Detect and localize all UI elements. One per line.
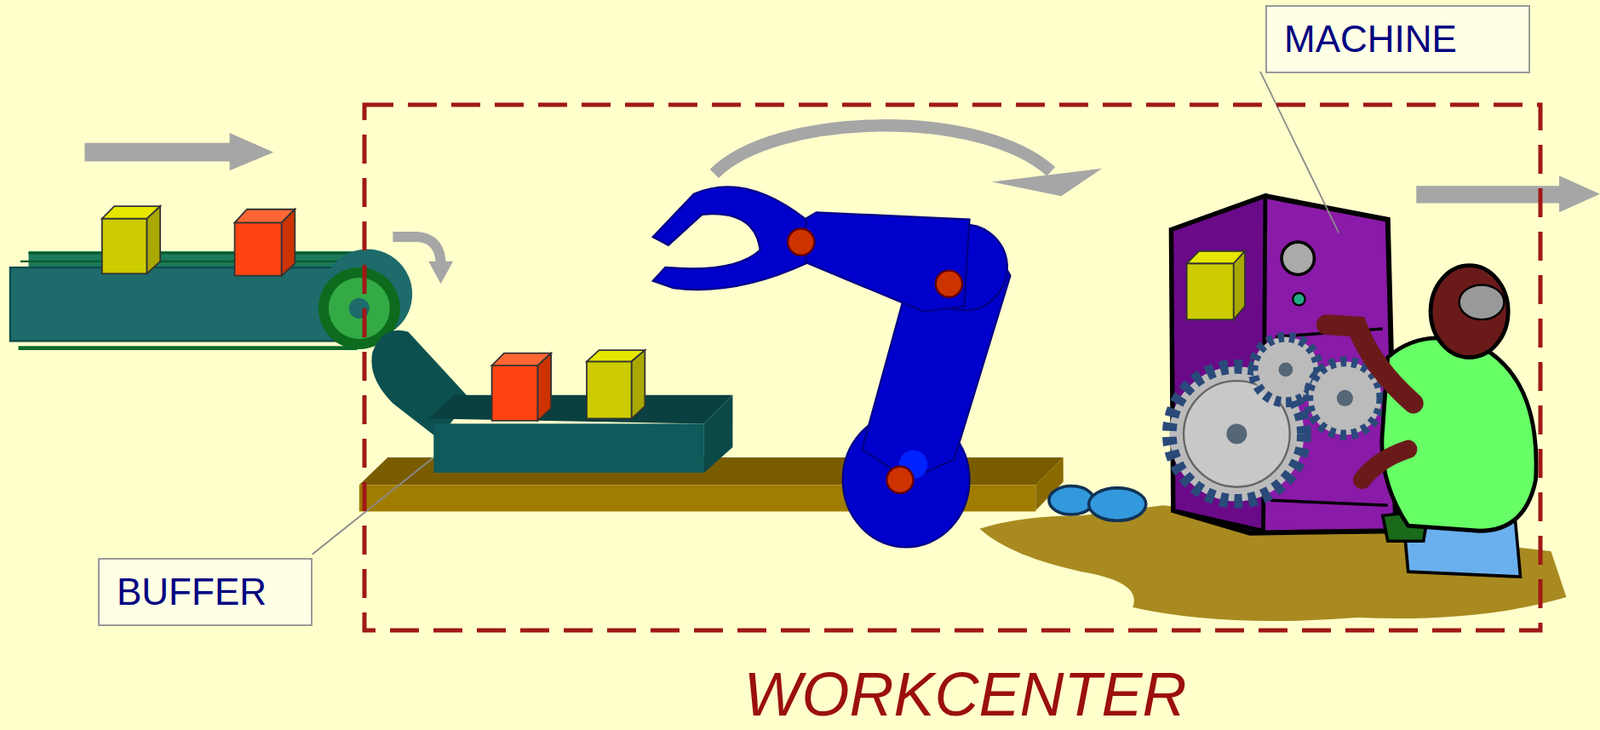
gear <box>1307 361 1382 435</box>
flow-arrow <box>84 132 274 171</box>
transfer-arrow <box>992 168 1102 196</box>
leader-line <box>1260 71 1339 233</box>
dashed-outline <box>361 102 1543 633</box>
buffer-conveyor <box>433 423 705 473</box>
part-cube <box>1187 263 1234 320</box>
robot-arm <box>935 270 963 298</box>
callout-label: BUFFER <box>116 573 267 611</box>
robot-arm <box>653 186 1010 547</box>
part-cube <box>1187 251 1245 320</box>
callout-box: MACHINE <box>1265 5 1531 74</box>
worker <box>1459 284 1505 320</box>
workcenter-region: WORKCENTER <box>361 102 1543 633</box>
worker <box>1326 265 1537 577</box>
region-title: WORKCENTER <box>361 663 1543 725</box>
machine-body <box>1292 292 1305 305</box>
part-cube <box>1233 251 1245 320</box>
transfer-arrow <box>428 261 454 284</box>
part-cube <box>492 349 646 421</box>
part-cube <box>147 206 161 274</box>
part-cube <box>281 209 296 276</box>
floor-items <box>1049 486 1095 516</box>
robot-arm <box>796 212 970 311</box>
part-cube <box>538 353 552 421</box>
input-conveyor <box>28 252 363 254</box>
input-conveyor <box>328 277 390 339</box>
buffer-conveyor <box>704 395 734 473</box>
transfer-arrow <box>392 236 441 266</box>
worker <box>1430 265 1509 358</box>
input-conveyor <box>10 248 413 349</box>
buffer-conveyor <box>371 330 470 440</box>
gear <box>1278 362 1294 378</box>
robot-arm <box>653 186 807 290</box>
flow-arrow <box>1416 175 1600 213</box>
part-cube <box>235 222 282 276</box>
callout-label: MACHINE <box>1284 20 1457 58</box>
input-conveyor <box>10 267 362 341</box>
machine-body <box>1281 241 1314 275</box>
part-cube <box>102 218 148 275</box>
floor-items <box>1049 486 1147 522</box>
leader-line <box>312 71 1340 555</box>
floor-items <box>1089 487 1147 521</box>
worker <box>1362 448 1409 480</box>
flow-arrow <box>84 132 1600 213</box>
gear <box>1226 423 1247 444</box>
buffer-conveyor <box>428 395 733 425</box>
callout-box: BUFFER <box>97 557 313 626</box>
part-cube <box>631 349 646 419</box>
worker <box>1382 338 1537 531</box>
gear <box>1253 337 1319 403</box>
buffer-conveyor <box>371 330 733 473</box>
input-conveyor <box>322 248 413 339</box>
part-cube <box>586 361 632 419</box>
gear <box>1336 389 1354 407</box>
input-conveyor <box>18 345 358 350</box>
gear <box>1169 337 1382 502</box>
input-conveyor <box>20 260 362 263</box>
part-cube <box>492 365 539 421</box>
robot-arm <box>787 229 815 256</box>
robot-arm <box>886 466 913 494</box>
machine-body <box>1270 499 1388 505</box>
leader-line <box>312 457 435 555</box>
worker <box>1326 324 1414 403</box>
transfer-arrow <box>714 125 1051 174</box>
part-cube <box>102 206 295 276</box>
dashed-outline <box>364 104 1541 631</box>
